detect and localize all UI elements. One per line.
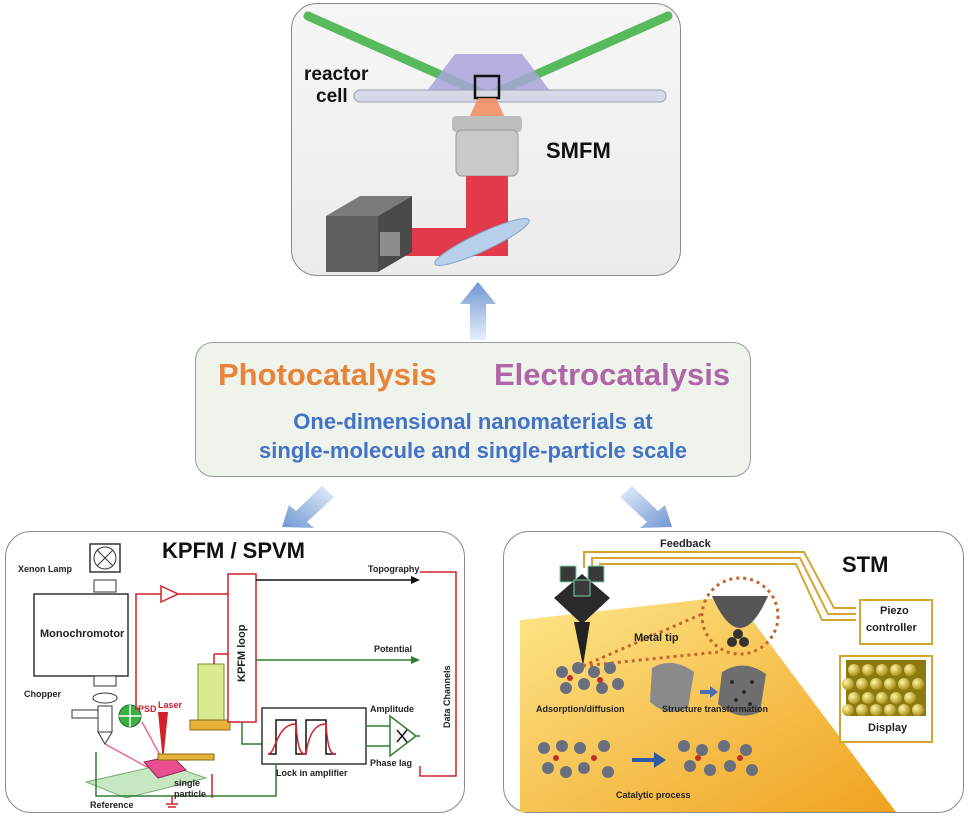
topography-label: Topography [368,564,420,574]
stm-title: STM [842,552,889,577]
subtitle-line1: One-dimensional nanomaterials at [293,409,653,434]
feedback-label: Feedback [660,538,711,550]
subtitle-line2: single-molecule and single-particle scal… [259,438,687,463]
potential-label: Potential [374,644,413,654]
phase-lag-label: Phase lag [370,758,413,768]
psd-label: PSD [138,704,157,714]
metal-tip-label: Metal tip [634,632,679,644]
kpfm-title: KPFM / SPVM [162,538,306,563]
electrocatalysis-label: Electrocatalysis [494,357,731,392]
kpfm-schematic [33,543,457,808]
stm-illustration [520,551,933,812]
lock-in-amplifier-label: Lock in amplifier [276,768,348,778]
kpfm-spvm-panel: KPFM / SPVM Xenon Lamp Monochromotor Cho… [5,531,465,813]
data-channels-label: Data Channels [442,665,452,728]
kpfm-loop-label: KPFM loop [236,624,248,682]
catalysis-summary-box: Photocatalysis Electrocatalysis One-dime… [195,342,751,477]
chopper-label: Chopper [24,689,61,699]
single-particle-label-line2: particle [174,789,207,799]
stm-panel: Feedback STM Piezo controller Metal tip … [503,531,964,813]
arrow-down-to-stm [620,486,672,528]
xenon-lamp-label: Xenon Lamp [18,564,73,574]
reactor-cell-label-line1: reactor [304,64,369,85]
monochromotor-label: Monochromotor [40,628,125,640]
laser-label: Laser [158,700,183,710]
single-particle-label-line1: single [174,778,201,788]
reference-label: Reference [90,800,134,810]
photocatalysis-label: Photocatalysis [218,357,437,392]
adsorption-diffusion-label: Adsorption/diffusion [536,704,625,714]
smfm-panel: reactor cell SMFM [291,3,681,276]
amplitude-label: Amplitude [370,704,414,714]
smfm-title: SMFM [546,138,611,163]
structure-transformation-label: Structure transformation [662,704,769,714]
arrow-down-to-kpfm [282,486,334,528]
catalytic-process-label: Catalytic process [616,790,691,800]
arrow-up-to-smfm [460,282,496,340]
smfm-illustration [303,11,673,272]
reactor-cell-label-line2: cell [316,86,348,107]
display-label: Display [868,722,908,734]
piezo-controller-label-line2: controller [866,622,917,634]
piezo-controller-label-line1: Piezo [880,605,909,617]
